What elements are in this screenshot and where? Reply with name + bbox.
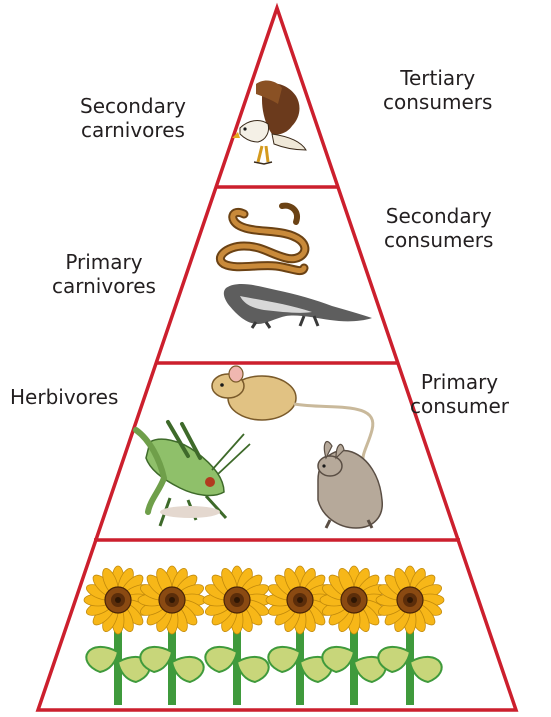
label-tertiary-consumers: Tertiary consumers <box>383 66 492 114</box>
label-primary-consumer: Primary consumer <box>410 370 509 418</box>
grasshopper-icon <box>136 422 250 526</box>
sunflower <box>320 566 388 705</box>
label-line: Primary <box>410 370 509 394</box>
rabbit-icon <box>318 442 382 528</box>
eagle-icon <box>232 81 306 164</box>
sunflower <box>203 566 271 705</box>
label-line: carnivores <box>80 118 186 142</box>
snake-icon <box>220 206 305 271</box>
label-herbivores: Herbivores <box>10 385 118 409</box>
label-line: Primary <box>52 250 156 274</box>
weasel-icon <box>224 284 372 328</box>
label-primary-carnivores: Primary carnivores <box>52 250 156 298</box>
mouse-icon <box>212 366 373 464</box>
sunflower-icon <box>84 566 444 705</box>
label-line: consumers <box>384 228 493 252</box>
label-line: consumer <box>410 394 509 418</box>
label-line: consumers <box>383 90 492 114</box>
sunflower <box>376 566 444 705</box>
label-line: Secondary <box>384 204 493 228</box>
label-secondary-consumers: Secondary consumers <box>384 204 493 252</box>
label-line: Tertiary <box>383 66 492 90</box>
sunflower <box>138 566 206 705</box>
label-line: Herbivores <box>10 385 118 409</box>
label-secondary-carnivores: Secondary carnivores <box>80 94 186 142</box>
label-line: Secondary <box>80 94 186 118</box>
label-line: carnivores <box>52 274 156 298</box>
